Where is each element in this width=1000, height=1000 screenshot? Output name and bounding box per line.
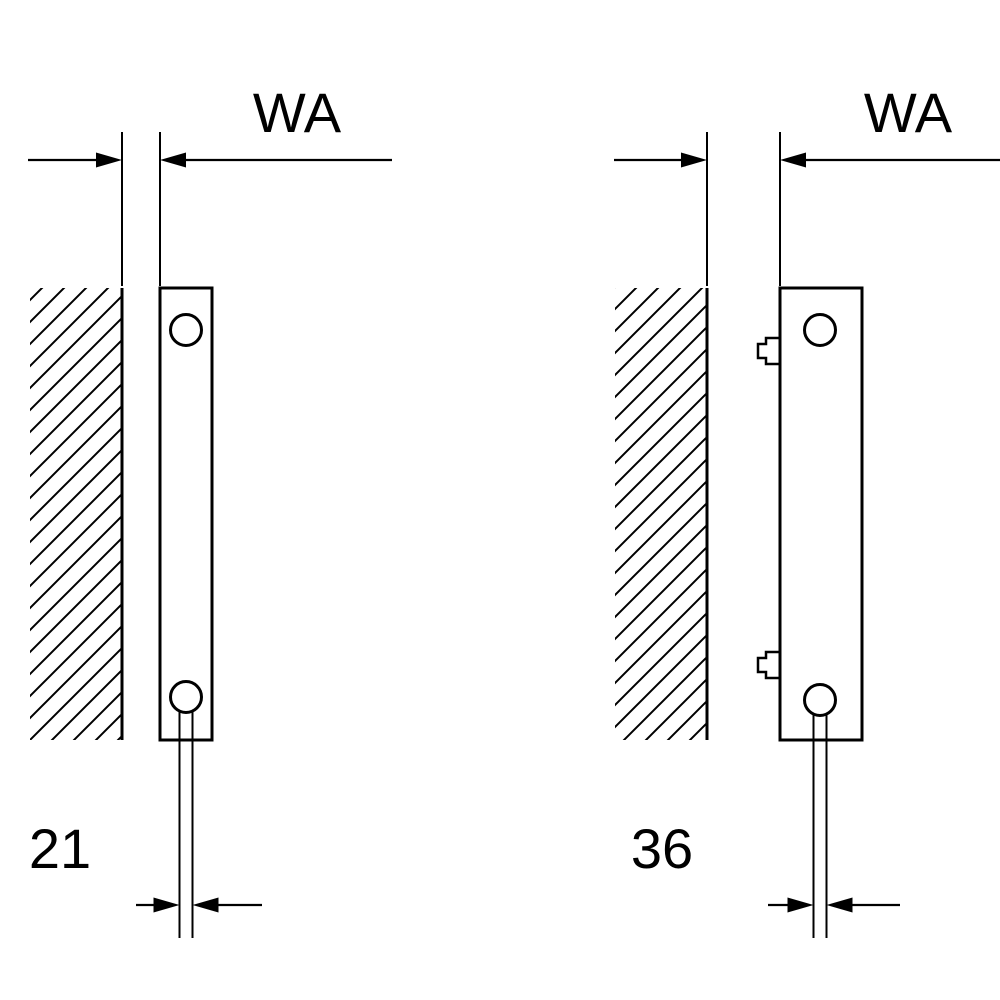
dimension-arrow-right-icon [681,152,707,168]
dimension-arrow-left-icon [160,152,186,168]
radiator-body [778,286,864,742]
top-pipe-connection [803,313,837,347]
mounting-bracket [756,336,782,366]
dimension-arrow-right-icon [96,152,122,168]
radiator-body [158,286,214,742]
bottom-pipe-connection [169,680,203,714]
dimension-arrow-right-icon [153,897,180,913]
dimension-arrow-left-icon [192,897,219,913]
wall-distance-label: WA [253,81,342,144]
pipe-dimension-label: 21 [29,817,91,880]
figure-left: WA 21 [28,81,392,938]
wall-hatch [30,288,122,740]
mounting-bracket [756,650,782,680]
dimension-arrow-right-icon [787,897,814,913]
bottom-pipe-connection [803,683,837,717]
wall-hatch [615,288,707,740]
figure-right: WA 36 [614,81,1000,938]
dimension-arrow-left-icon [780,152,806,168]
dimension-arrow-left-icon [826,897,853,913]
pipe-dimension-label: 36 [631,817,693,880]
wall-distance-label: WA [864,81,953,144]
top-pipe-connection [169,313,203,347]
